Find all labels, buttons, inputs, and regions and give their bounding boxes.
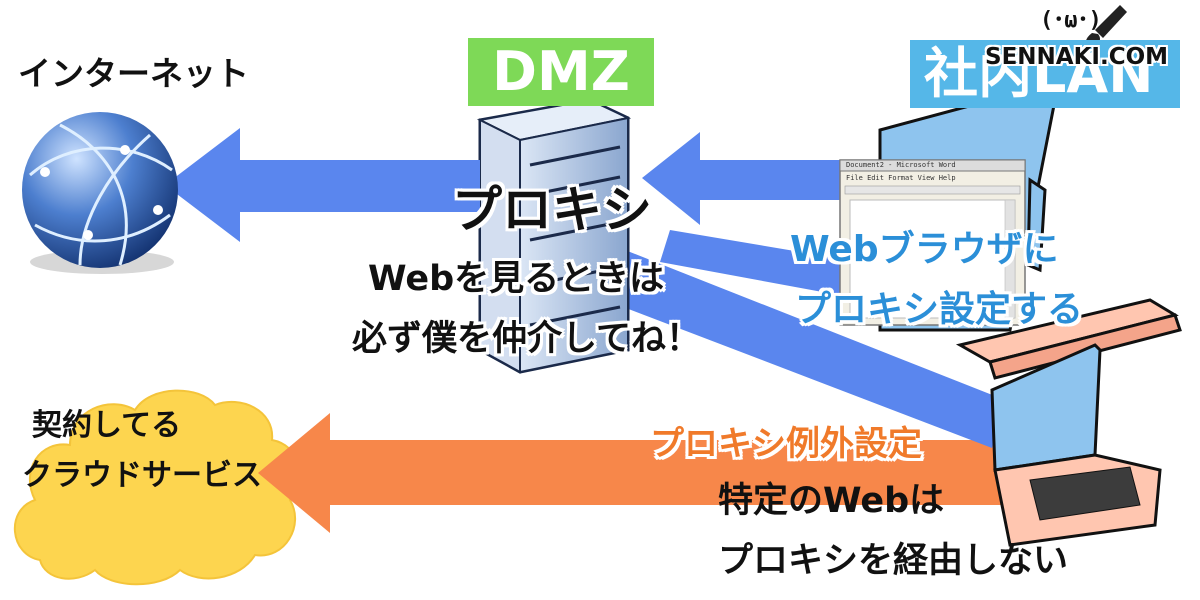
laptop-icon: [1026, 177, 1047, 273]
browser-note-line2: プロキシ設定する: [795, 289, 1084, 330]
lan-badge: 社内LAN: [910, 40, 1180, 108]
proxy-message-line2: 必ず僕を仲介してね！: [352, 319, 701, 359]
site-face: (･ω･): [1040, 8, 1102, 33]
globe-icon: [22, 112, 178, 274]
cloud-icon: [13, 389, 302, 586]
blue-arrow-laptop2-to-proxy: [605, 248, 1005, 448]
internet-label: インターネット: [18, 54, 249, 93]
exception-line1: 特定のWebは: [718, 481, 945, 521]
server-rack-icon: [476, 98, 632, 374]
cloud-label-line2: クラウドサービス: [22, 458, 262, 493]
dmz-badge: DMZ: [468, 38, 654, 106]
document-window-title: Document2 - Microsoft Word: [846, 161, 956, 169]
proxy-label: プロキシ: [452, 181, 652, 239]
laptop-icon: [990, 343, 1162, 547]
document-window-icon: [839, 159, 1026, 326]
document-window-menu: File Edit Format View Help: [846, 174, 956, 182]
browser-note-line1: Webブラウザに: [790, 229, 1059, 270]
cloud-label-line1: 契約してる: [32, 408, 182, 443]
blue-arrow-browser-to-proxy: [642, 132, 860, 298]
blue-arrow-proxy-to-internet: [165, 128, 480, 242]
orange-arrow: [258, 413, 1015, 533]
exception-line2: プロキシを経由しない: [718, 541, 1069, 581]
site-watermark: SENNAKI.COM: [985, 44, 1169, 70]
exception-title: プロキシ例外設定: [650, 424, 922, 464]
proxy-message-line1: Webを見るときは: [368, 259, 665, 299]
